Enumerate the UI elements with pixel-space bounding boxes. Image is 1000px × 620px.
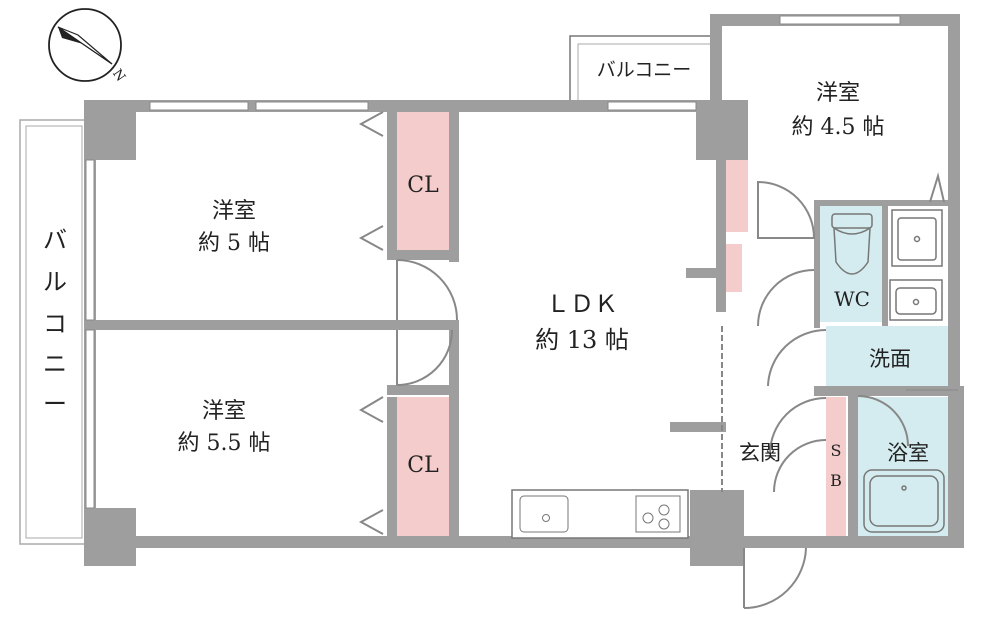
room-ldk-size: 約 13 帖	[535, 326, 629, 354]
closet-upper-fill	[397, 112, 449, 252]
washroom-label: 洗面	[869, 347, 911, 371]
svg-text:バ: バ	[43, 226, 67, 254]
svg-text:コ: コ	[43, 310, 67, 338]
windows	[85, 15, 901, 509]
closet-fold-marks	[358, 111, 945, 535]
doors	[396, 180, 958, 609]
room-western-55-name: 洋室	[202, 399, 246, 424]
wc-label: WC	[834, 287, 870, 311]
shoebox-label-s: S	[831, 441, 842, 460]
balcony-left-label: バ ル コ ニ ー	[43, 226, 67, 418]
sink-icon	[889, 209, 943, 321]
room-western-5-size: 約 5 帖	[198, 231, 270, 256]
closet-upper-label: CL	[407, 173, 439, 198]
compass-north-icon: N	[48, 8, 128, 85]
bathroom-fill	[858, 397, 950, 537]
left-balcony	[19, 119, 87, 545]
closet-lower-label: CL	[407, 453, 439, 478]
kitchen-counter	[511, 489, 689, 539]
washroom-fill	[826, 326, 958, 386]
balcony-top-label: バルコニー	[597, 59, 692, 81]
room-western-55-size: 約 5.5 帖	[178, 431, 271, 456]
bathroom-label: 浴室	[887, 441, 929, 465]
room-ldk-name: ＬＤＫ	[546, 290, 618, 318]
toilet-icon	[831, 213, 873, 275]
shoebox-fill	[826, 397, 846, 537]
bathtub-icon	[863, 469, 945, 533]
svg-text:ニ: ニ	[43, 350, 67, 378]
ldk-storage-upper	[726, 160, 748, 232]
closet-lower-fill	[397, 397, 449, 537]
walls	[84, 14, 964, 566]
room-western-45-size: 約 4.5 帖	[792, 115, 885, 140]
shoebox-label-b: B	[830, 471, 842, 490]
svg-text:ル: ル	[43, 268, 67, 296]
room-western-45-name: 洋室	[816, 81, 860, 106]
ldk-storage-lower	[726, 244, 742, 292]
entrance-label: 玄関	[739, 441, 781, 465]
room-western-5-name: 洋室	[212, 199, 256, 224]
svg-text:ー: ー	[43, 390, 67, 418]
